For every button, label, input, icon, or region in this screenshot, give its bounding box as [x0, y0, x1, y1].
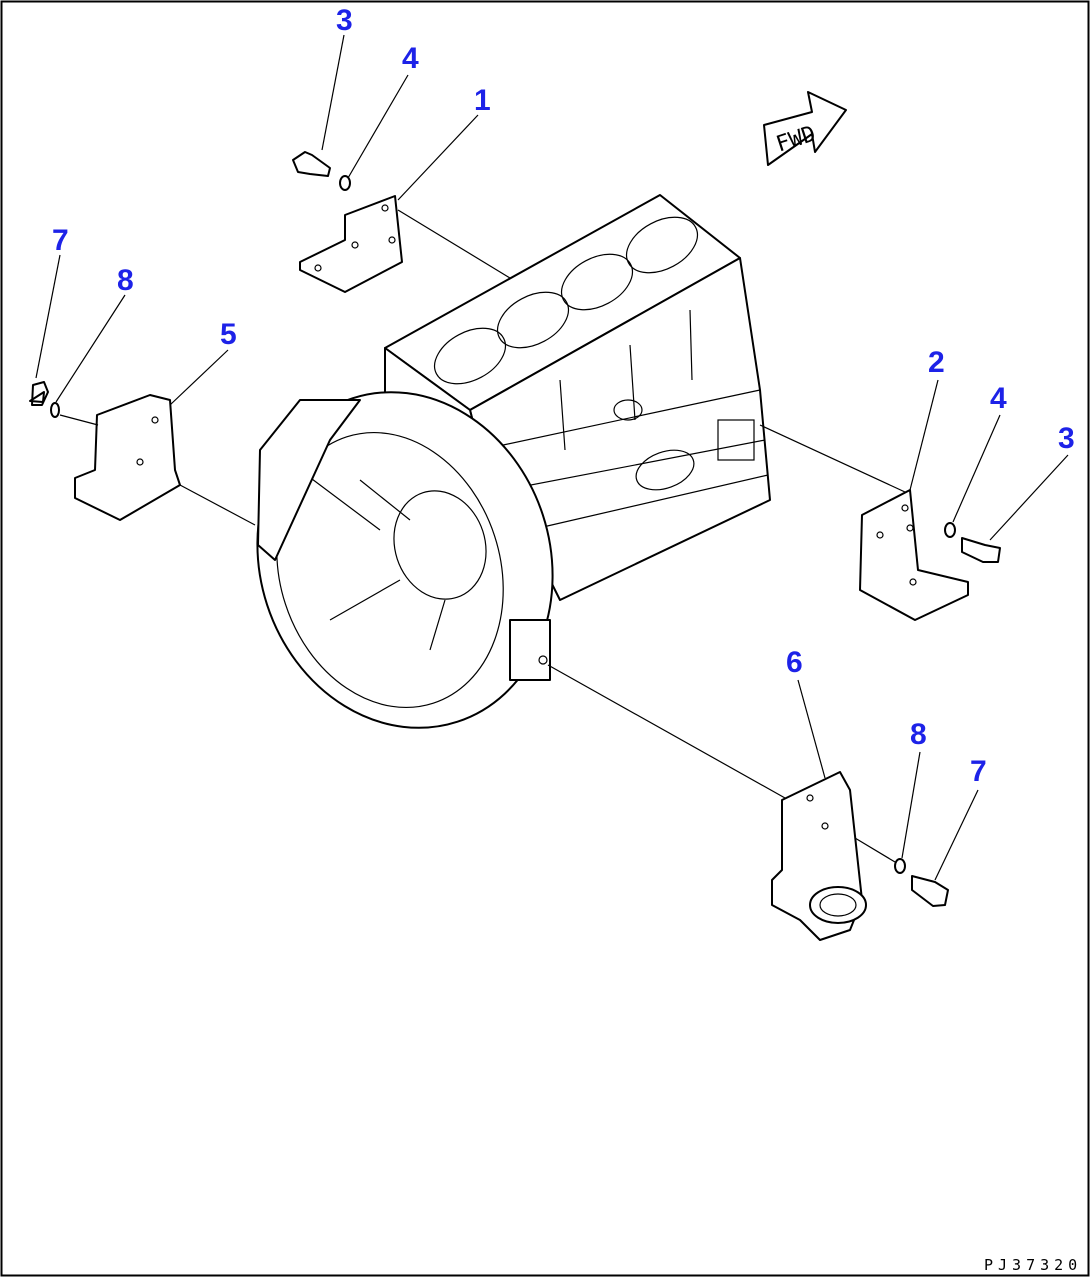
engine-mount-6	[771, 771, 867, 941]
callout-washer-4-top: 4	[402, 42, 419, 75]
flywheel-housing	[256, 391, 554, 729]
callout-bolt-3-right: 3	[1058, 422, 1075, 455]
washer-8-left	[50, 402, 60, 418]
washer-4-right	[944, 522, 956, 538]
bracket-1	[299, 195, 403, 293]
bolt-7-right	[911, 875, 949, 907]
callout-bolt-7-right: 7	[970, 755, 987, 788]
washer-4-top	[339, 175, 351, 191]
callout-mount-5: 5	[220, 318, 237, 351]
bracket-2	[859, 489, 969, 621]
callout-bolt-3-top: 3	[336, 4, 353, 37]
callout-mount-6: 6	[786, 646, 803, 679]
callout-washer-8-left: 8	[117, 264, 134, 297]
callout-bracket-2: 2	[928, 346, 945, 379]
callout-washer-8-right: 8	[910, 718, 927, 751]
callout-bolt-7-left: 7	[52, 224, 69, 257]
callout-washer-4-right: 4	[990, 382, 1007, 415]
leader-lines	[35, 34, 1069, 881]
engine-mount-5	[74, 394, 181, 521]
bolt-3-right	[961, 537, 1001, 563]
drawing-code: PJ37320	[984, 1256, 1083, 1274]
bolt-7-left	[29, 381, 49, 406]
callout-bracket-1: 1	[474, 84, 491, 117]
washer-8-right	[894, 858, 906, 874]
fwd-arrow-icon: FWD	[763, 91, 847, 166]
bolt-3-top	[292, 151, 331, 177]
